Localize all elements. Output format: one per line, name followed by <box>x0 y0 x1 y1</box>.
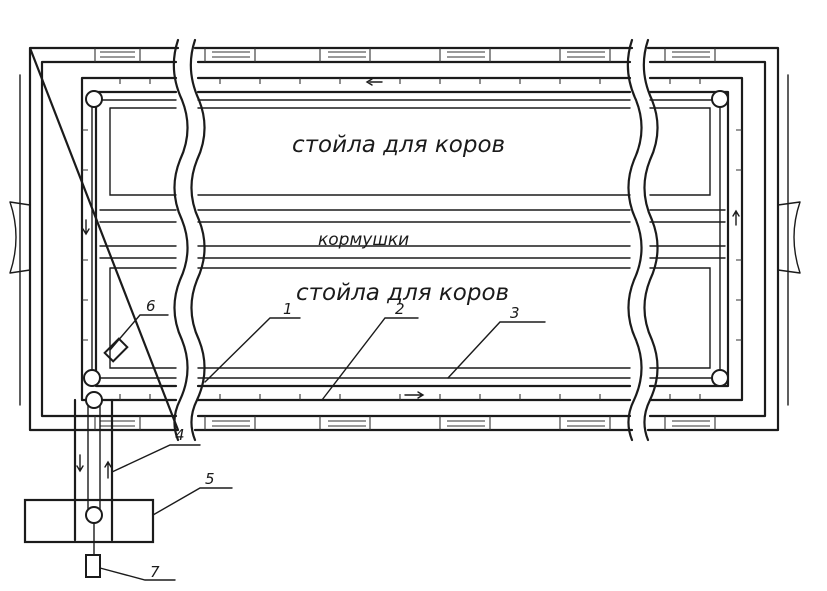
callout-3: 3 <box>510 304 520 322</box>
scraper-ticks <box>82 78 742 400</box>
manure-trailer <box>23 498 155 544</box>
label-stalls-top: стойла для коров <box>292 132 505 158</box>
callout-1: 1 <box>283 300 293 318</box>
outer-wall <box>28 46 780 432</box>
stall-blocks <box>109 107 711 369</box>
corner-pulley-top-left <box>85 90 103 108</box>
callout-5: 5 <box>205 470 215 488</box>
end-gates <box>9 74 801 406</box>
label-feeders: кормушки <box>318 230 409 250</box>
corner-pulley-top-right <box>711 90 729 108</box>
drive-pulley <box>85 506 103 524</box>
wall-windows <box>94 48 716 430</box>
corner-pulley-bottom-left <box>83 369 101 387</box>
callout-4: 4 <box>175 426 185 444</box>
break-lines <box>172 38 659 442</box>
callout-7: 7 <box>150 563 160 581</box>
conveyor-chain <box>82 78 740 399</box>
drive-station <box>103 337 129 363</box>
callout-6: 6 <box>146 297 156 315</box>
feeder-passage <box>99 209 726 259</box>
drive-motor <box>85 554 101 578</box>
manure-gutter <box>80 76 744 402</box>
inclined-conveyor <box>73 391 114 542</box>
corner-pulley-bottom-right <box>711 369 729 387</box>
label-stalls-bottom: стойла для коров <box>296 280 509 306</box>
callout-leaders <box>99 314 546 581</box>
callout-2: 2 <box>395 300 405 318</box>
